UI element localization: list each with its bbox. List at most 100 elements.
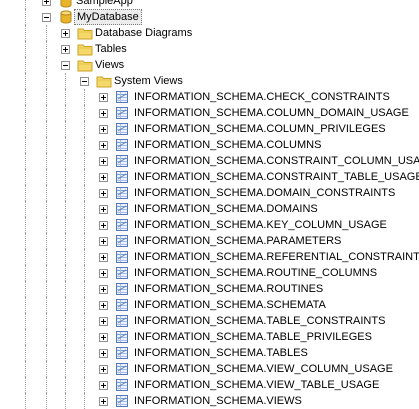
tree-guide-line <box>84 121 85 137</box>
tree-node-label[interactable]: INFORMATION_SCHEMA.SCHEMATA <box>134 299 326 311</box>
database-icon <box>58 0 74 8</box>
tree-guide-line <box>25 281 26 297</box>
expand-toggle[interactable] <box>99 93 108 102</box>
tree-node-system-view[interactable]: INFORMATION_SCHEMA.KEY_COLUMN_USAGE <box>0 217 419 233</box>
expand-toggle[interactable] <box>99 205 108 214</box>
tree-node-system-view[interactable]: INFORMATION_SCHEMA.DOMAINS <box>0 201 419 217</box>
expand-toggle[interactable] <box>61 45 70 54</box>
tree-node-label[interactable]: INFORMATION_SCHEMA.ROUTINE_COLUMNS <box>134 267 378 279</box>
tree-node-system-views[interactable]: System Views <box>0 73 419 89</box>
tree-node-label[interactable]: INFORMATION_SCHEMA.COLUMNS <box>134 139 322 151</box>
tree-guide-line <box>65 313 66 329</box>
tree-node-label[interactable]: Tables <box>95 43 127 55</box>
expand-toggle[interactable] <box>99 349 108 358</box>
expand-toggle[interactable] <box>99 381 108 390</box>
tree-node-system-view[interactable]: INFORMATION_SCHEMA.COLUMNS <box>0 137 419 153</box>
tree-node-label[interactable]: INFORMATION_SCHEMA.TABLE_PRIVILEGES <box>134 331 372 343</box>
tree-guide-line <box>46 393 47 409</box>
tree-node-label[interactable]: INFORMATION_SCHEMA.CHECK_CONSTRAINTS <box>134 91 390 103</box>
expand-toggle[interactable] <box>99 301 108 310</box>
tree-node-system-view[interactable]: INFORMATION_SCHEMA.TABLE_PRIVILEGES <box>0 329 419 345</box>
expand-toggle[interactable] <box>99 125 108 134</box>
tree-guide-line <box>25 137 26 153</box>
tree-node-label[interactable]: INFORMATION_SCHEMA.TABLE_CONSTRAINTS <box>134 315 386 327</box>
expand-toggle[interactable] <box>99 397 108 406</box>
tree-guide-line <box>65 361 66 377</box>
tree-guide-line <box>25 185 26 201</box>
tree-node-label[interactable]: System Views <box>114 75 183 87</box>
tree-node-system-view[interactable]: INFORMATION_SCHEMA.TABLE_CONSTRAINTS <box>0 313 419 329</box>
tree-guide-line <box>25 217 26 233</box>
tree-node-system-view[interactable]: INFORMATION_SCHEMA.ROUTINES <box>0 281 419 297</box>
expand-toggle[interactable] <box>99 269 108 278</box>
tree-node-server[interactable]: SampleApp <box>0 0 419 9</box>
folder-icon <box>77 42 93 56</box>
tree-guide-line <box>25 249 26 265</box>
tree-node-label[interactable]: SampleApp <box>76 0 133 7</box>
tree-node-system-view[interactable]: INFORMATION_SCHEMA.DOMAIN_CONSTRAINTS <box>0 185 419 201</box>
tree-node-label[interactable]: INFORMATION_SCHEMA.ROUTINES <box>134 283 324 295</box>
tree-node-label[interactable]: INFORMATION_SCHEMA.VIEW_COLUMN_USAGE <box>134 363 393 375</box>
tree-node-system-view[interactable]: INFORMATION_SCHEMA.SCHEMATA <box>0 297 419 313</box>
tree-node-system-view[interactable]: INFORMATION_SCHEMA.VIEW_TABLE_USAGE <box>0 377 419 393</box>
expand-toggle[interactable] <box>42 0 51 6</box>
tree-guide-line <box>84 169 85 185</box>
tree-node-system-view[interactable]: INFORMATION_SCHEMA.TABLES <box>0 345 419 361</box>
tree-node-label[interactable]: INFORMATION_SCHEMA.TABLES <box>134 347 308 359</box>
tree-node-tables[interactable]: Tables <box>0 41 419 57</box>
tree-node-database[interactable]: MyDatabase <box>0 9 419 25</box>
expand-toggle[interactable] <box>99 237 108 246</box>
tree-node-system-view[interactable]: INFORMATION_SCHEMA.CONSTRAINT_TABLE_USAG… <box>0 169 419 185</box>
tree-guide-line <box>46 185 47 201</box>
tree-node-label[interactable]: Database Diagrams <box>95 27 193 39</box>
tree-node-label[interactable]: INFORMATION_SCHEMA.COLUMN_DOMAIN_USAGE <box>134 107 409 119</box>
expand-toggle[interactable] <box>99 365 108 374</box>
tree-node-label[interactable]: INFORMATION_SCHEMA.VIEWS <box>134 395 302 407</box>
tree-node-label[interactable]: INFORMATION_SCHEMA.DOMAIN_CONSTRAINTS <box>134 187 396 199</box>
expand-toggle[interactable] <box>99 285 108 294</box>
tree-guide-line <box>65 233 66 249</box>
expand-toggle[interactable] <box>99 253 108 262</box>
expand-toggle[interactable] <box>99 333 108 342</box>
tree-node-label[interactable]: INFORMATION_SCHEMA.COLUMN_PRIVILEGES <box>134 123 386 135</box>
tree-node-label[interactable]: INFORMATION_SCHEMA.PARAMETERS <box>134 235 342 247</box>
tree-node-system-view[interactable]: INFORMATION_SCHEMA.CHECK_CONSTRAINTS <box>0 89 419 105</box>
tree-node-label[interactable]: INFORMATION_SCHEMA.REFERENTIAL_CONSTRAIN… <box>134 251 419 263</box>
tree-guide-line <box>84 105 85 121</box>
tree-guide-line <box>46 217 47 233</box>
tree-node-views[interactable]: Views <box>0 57 419 73</box>
expand-toggle[interactable] <box>99 189 108 198</box>
collapse-toggle[interactable] <box>80 77 89 86</box>
tree-guide-line <box>25 153 26 169</box>
tree-node-label[interactable]: INFORMATION_SCHEMA.KEY_COLUMN_USAGE <box>134 219 387 231</box>
tree-node-system-view[interactable]: INFORMATION_SCHEMA.PARAMETERS <box>0 233 419 249</box>
tree-node-system-view[interactable]: INFORMATION_SCHEMA.VIEWS <box>0 393 419 409</box>
tree-guide-line <box>84 137 85 153</box>
tree-node-system-view[interactable]: INFORMATION_SCHEMA.REFERENTIAL_CONSTRAIN… <box>0 249 419 265</box>
tree-node-system-view[interactable]: INFORMATION_SCHEMA.ROUTINE_COLUMNS <box>0 265 419 281</box>
tree-node-label[interactable]: INFORMATION_SCHEMA.CONSTRAINT_TABLE_USAG… <box>134 171 419 183</box>
expand-toggle[interactable] <box>99 221 108 230</box>
expand-toggle[interactable] <box>61 29 70 38</box>
expand-toggle[interactable] <box>99 317 108 326</box>
tree-node-label-selected[interactable]: MyDatabase <box>74 9 142 25</box>
expand-toggle[interactable] <box>99 157 108 166</box>
tree-node-system-view[interactable]: INFORMATION_SCHEMA.VIEW_COLUMN_USAGE <box>0 361 419 377</box>
tree-guide-line <box>65 345 66 361</box>
tree-node-system-view[interactable]: INFORMATION_SCHEMA.COLUMN_DOMAIN_USAGE <box>0 105 419 121</box>
tree-node-system-view[interactable]: INFORMATION_SCHEMA.COLUMN_PRIVILEGES <box>0 121 419 137</box>
tree-node-label[interactable]: INFORMATION_SCHEMA.DOMAINS <box>134 203 318 215</box>
expand-toggle[interactable] <box>99 173 108 182</box>
tree-guide-line <box>25 345 26 361</box>
expand-toggle[interactable] <box>99 141 108 150</box>
tree-node-system-view[interactable]: INFORMATION_SCHEMA.CONSTRAINT_COLUMN_USA… <box>0 153 419 169</box>
collapse-toggle[interactable] <box>42 13 51 22</box>
view-icon <box>114 314 130 328</box>
expand-toggle[interactable] <box>99 109 108 118</box>
tree-node-label[interactable]: INFORMATION_SCHEMA.VIEW_TABLE_USAGE <box>134 379 380 391</box>
tree-node-database-diagrams[interactable]: Database Diagrams <box>0 25 419 41</box>
tree-guide-line <box>65 393 66 409</box>
tree-node-label[interactable]: Views <box>95 59 125 71</box>
tree-node-label[interactable]: INFORMATION_SCHEMA.CONSTRAINT_COLUMN_USA… <box>134 155 419 167</box>
collapse-toggle[interactable] <box>61 61 70 70</box>
